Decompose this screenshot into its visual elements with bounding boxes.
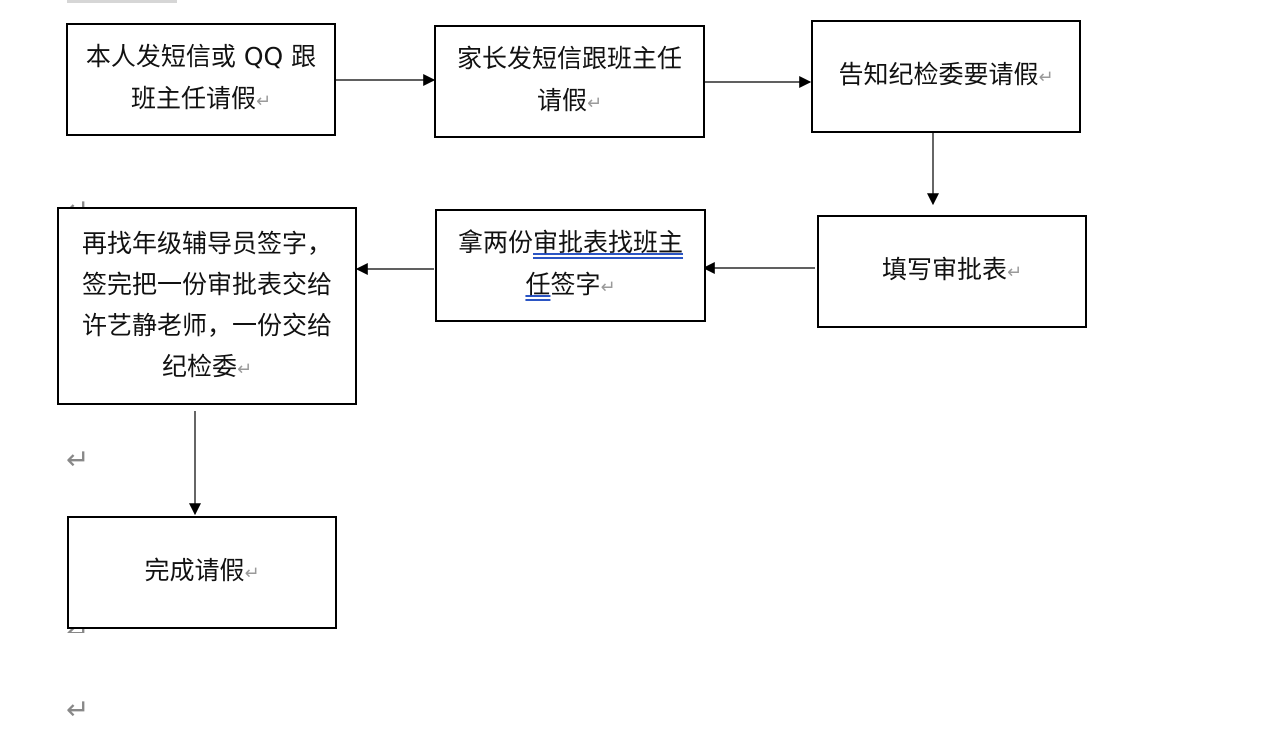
step-label-post: 签字: [550, 270, 601, 299]
step-teacher-sign: 拿两份审批表找班主任签字↵: [435, 209, 706, 322]
paragraph-mark: ↵: [66, 443, 90, 476]
paragraph-mark: ↵: [66, 693, 90, 726]
step-label: 再找年级辅导员签字，签完把一份审批表交给许艺静老师，一份交给纪检委: [81, 228, 332, 381]
step-label: 本人发短信或 QQ 跟班主任请假: [85, 42, 317, 113]
step-parent-request: 家长发短信跟班主任请假↵: [434, 25, 705, 138]
paragraph-mark: ↵: [66, 196, 89, 210]
top-rule: [67, 0, 177, 3]
paragraph-mark: ↵: [255, 91, 272, 112]
step-complete: 完成请假↵: [67, 516, 337, 629]
paragraph-mark: ↵: [244, 563, 260, 584]
step-label: 完成请假: [144, 556, 245, 585]
step-label: 家长发短信跟班主任请假: [456, 44, 682, 115]
paragraph-mark: ↵: [236, 358, 253, 380]
paragraph-mark: ↵: [586, 93, 603, 114]
step-self-request: 本人发短信或 QQ 跟班主任请假↵: [66, 23, 336, 136]
step-label-pre: 拿两份: [457, 228, 533, 257]
step-notify-discipline: 告知纪检委要请假↵: [811, 20, 1081, 133]
paragraph-mark: ↵: [1006, 262, 1023, 283]
paragraph-mark: ↵: [1038, 67, 1054, 88]
step-label: 填写审批表: [881, 255, 1007, 284]
step-label: 告知纪检委要请假: [838, 60, 1039, 89]
step-label-underlined: 审批表找班主任: [525, 228, 684, 299]
paragraph-mark: ↵: [600, 277, 616, 298]
step-fill-form: 填写审批表↵: [817, 215, 1087, 328]
step-counselor-sign: 再找年级辅导员签字，签完把一份审批表交给许艺静老师，一份交给纪检委↵: [57, 207, 357, 405]
